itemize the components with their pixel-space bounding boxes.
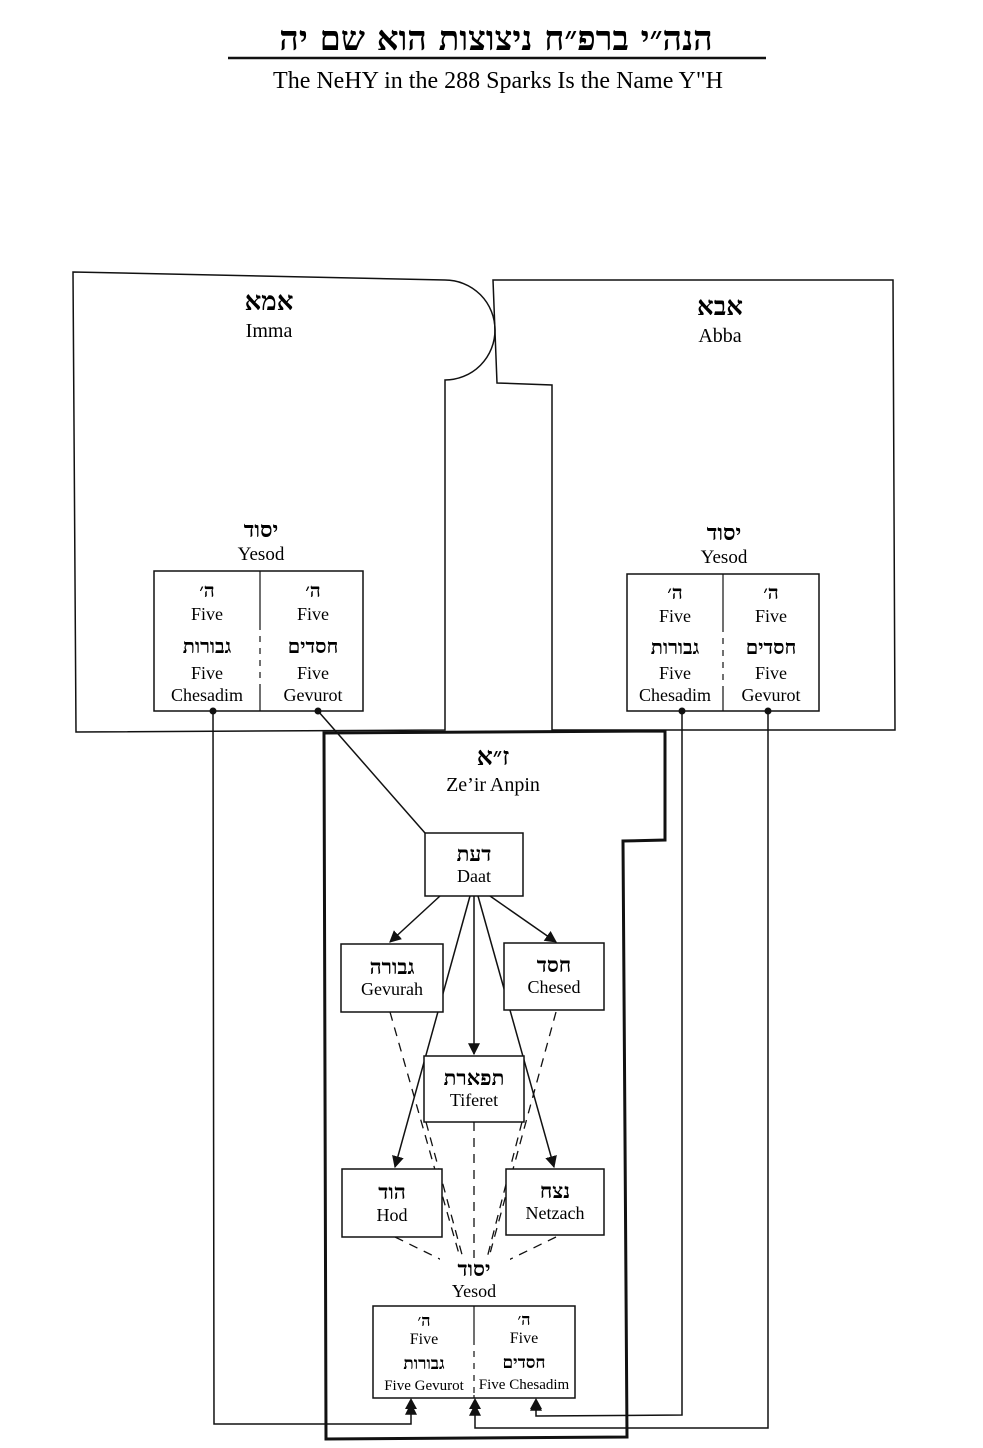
- za-yesod-left-heb-top: ה׳: [418, 1311, 431, 1330]
- connector-abba-gevurot: [469, 711, 769, 1429]
- imma-yesod-right-en-bottom-1: Five: [297, 663, 329, 683]
- abba-yesod-right-heb-bottom: חסדים: [746, 635, 797, 659]
- za-yesod-hebrew: יסוד: [458, 1256, 491, 1281]
- abba-yesod-left-en-bottom-1: Five: [659, 663, 691, 683]
- imma-yesod-box: [153, 570, 364, 712]
- arrowhead-middle: [469, 1398, 481, 1409]
- abba-outline: [492, 279, 896, 731]
- title-hebrew: הנה״י ברפ״ח ניצוצות הוא שם יה: [279, 19, 712, 59]
- za-yesod-left-heb-bottom: גבורות: [403, 1354, 445, 1374]
- abba-yesod-right-en-bottom-1: Five: [755, 663, 787, 683]
- dot-abba-chesadim: [678, 707, 686, 715]
- abba-hebrew: אבא: [697, 292, 743, 322]
- dash-gevurah-yesod: [389, 1011, 464, 1269]
- chesed-box: [503, 942, 605, 1011]
- za-yesod-right-en-bottom: Five Chesadim: [479, 1377, 570, 1393]
- dot-imma-chesadim: [209, 707, 217, 715]
- imma-yesod-left-en-bottom-1: Five: [191, 663, 223, 683]
- netzach-hebrew: נצח: [540, 1178, 570, 1203]
- imma-yesod-left-heb-top: ה׳: [199, 580, 214, 602]
- tiferet-hebrew: תפארת: [444, 1065, 505, 1090]
- imma-yesod-right-heb-top: ה׳: [305, 580, 320, 602]
- abba-yesod-right-en-top: Five: [755, 606, 787, 626]
- connector-imma-chesadim: [212, 710, 417, 1425]
- za-yesod-left-en-top: Five: [410, 1331, 438, 1348]
- arrow-daat-gevurah: [389, 895, 441, 943]
- imma-yesod-hebrew: יסוד: [244, 517, 279, 543]
- zeir-anpin-english: Ze’ir Anpin: [446, 774, 540, 796]
- hod-box: [341, 1168, 443, 1238]
- abba-yesod-left-en-top: Five: [659, 606, 691, 626]
- za-yesod-right-heb-bottom: חסדים: [503, 1353, 546, 1373]
- zeir-anpin-outline: [322, 729, 667, 1441]
- dot-abba-gevurot: [764, 707, 772, 715]
- arrowhead-right: [530, 1398, 542, 1409]
- dash-tiferet-right: [485, 1121, 523, 1263]
- za-yesod-label-bg: [440, 1258, 510, 1302]
- daat-box: [424, 832, 524, 897]
- netzach-box: [505, 1168, 605, 1236]
- daat-hebrew: דעת: [457, 841, 492, 866]
- za-yesod-arrowheads: [405, 1398, 542, 1409]
- abba-yesod-right-en-bottom-2: Gevurot: [742, 685, 801, 705]
- za-yesod-english: Yesod: [452, 1281, 496, 1301]
- arrow-daat-hod: [392, 895, 471, 1169]
- imma-yesod-right-heb-bottom: חסדים: [288, 634, 339, 658]
- abba-yesod-left-heb-top: ה׳: [667, 582, 682, 604]
- hod-english: Hod: [377, 1205, 408, 1225]
- imma-yesod-left-en-top: Five: [191, 604, 223, 624]
- dashed-lines: [389, 1011, 557, 1269]
- dash-tiferet-left: [425, 1121, 465, 1263]
- abba-english: Abba: [698, 325, 741, 347]
- imma-hebrew: אמא: [245, 287, 294, 317]
- chesed-english: Chesed: [528, 977, 581, 997]
- dot-imma-gevurot: [314, 707, 322, 715]
- za-yesod-right-en-top: Five: [510, 1330, 538, 1347]
- daat-arrows: [389, 895, 557, 1169]
- abba-yesod-english: Yesod: [701, 547, 748, 568]
- daat-english: Daat: [457, 866, 491, 886]
- abba-yesod-hebrew: יסוד: [707, 520, 742, 546]
- imma-yesod-english: Yesod: [238, 544, 285, 565]
- tiferet-box: [423, 1055, 525, 1123]
- za-yesod-left-en-bottom: Five Gevurot: [384, 1378, 464, 1394]
- gevurah-english: Gevurah: [361, 979, 423, 999]
- dash-netzach-yesod: [491, 1236, 557, 1269]
- imma-yesod-right-en-top: Five: [297, 604, 329, 624]
- arrowhead-left: [405, 1398, 417, 1409]
- title-english: The NeHY in the 288 Sparks Is the Name Y…: [273, 68, 723, 94]
- abba-yesod-left-en-bottom-2: Chesadim: [639, 685, 711, 705]
- za-yesod-right-heb-top: ה׳: [518, 1310, 531, 1329]
- netzach-english: Netzach: [526, 1203, 585, 1223]
- imma-yesod-left-en-bottom-2: Chesadim: [171, 685, 243, 705]
- abba-yesod-right-heb-top: ה׳: [763, 582, 778, 604]
- dash-hod-yesod: [394, 1236, 459, 1269]
- imma-yesod-right-en-bottom-2: Gevurot: [284, 685, 343, 705]
- connector-imma-gevurot: [317, 710, 426, 834]
- imma-english: Imma: [246, 320, 293, 342]
- hod-hebrew: הוד: [378, 1179, 406, 1204]
- chesed-hebrew: חסד: [537, 952, 571, 977]
- zeir-anpin-hebrew: ז״א: [477, 742, 510, 771]
- arrow-daat-chesed: [489, 895, 557, 943]
- gevurah-hebrew: גבורה: [370, 954, 415, 979]
- imma-yesod-left-heb-bottom: גבורות: [183, 634, 232, 658]
- abba-yesod-left-heb-bottom: גבורות: [651, 635, 700, 659]
- tiferet-english: Tiferet: [450, 1090, 498, 1110]
- arrow-daat-netzach: [477, 895, 557, 1169]
- dash-chesed-yesod: [485, 1011, 557, 1269]
- gevurah-box: [340, 943, 444, 1013]
